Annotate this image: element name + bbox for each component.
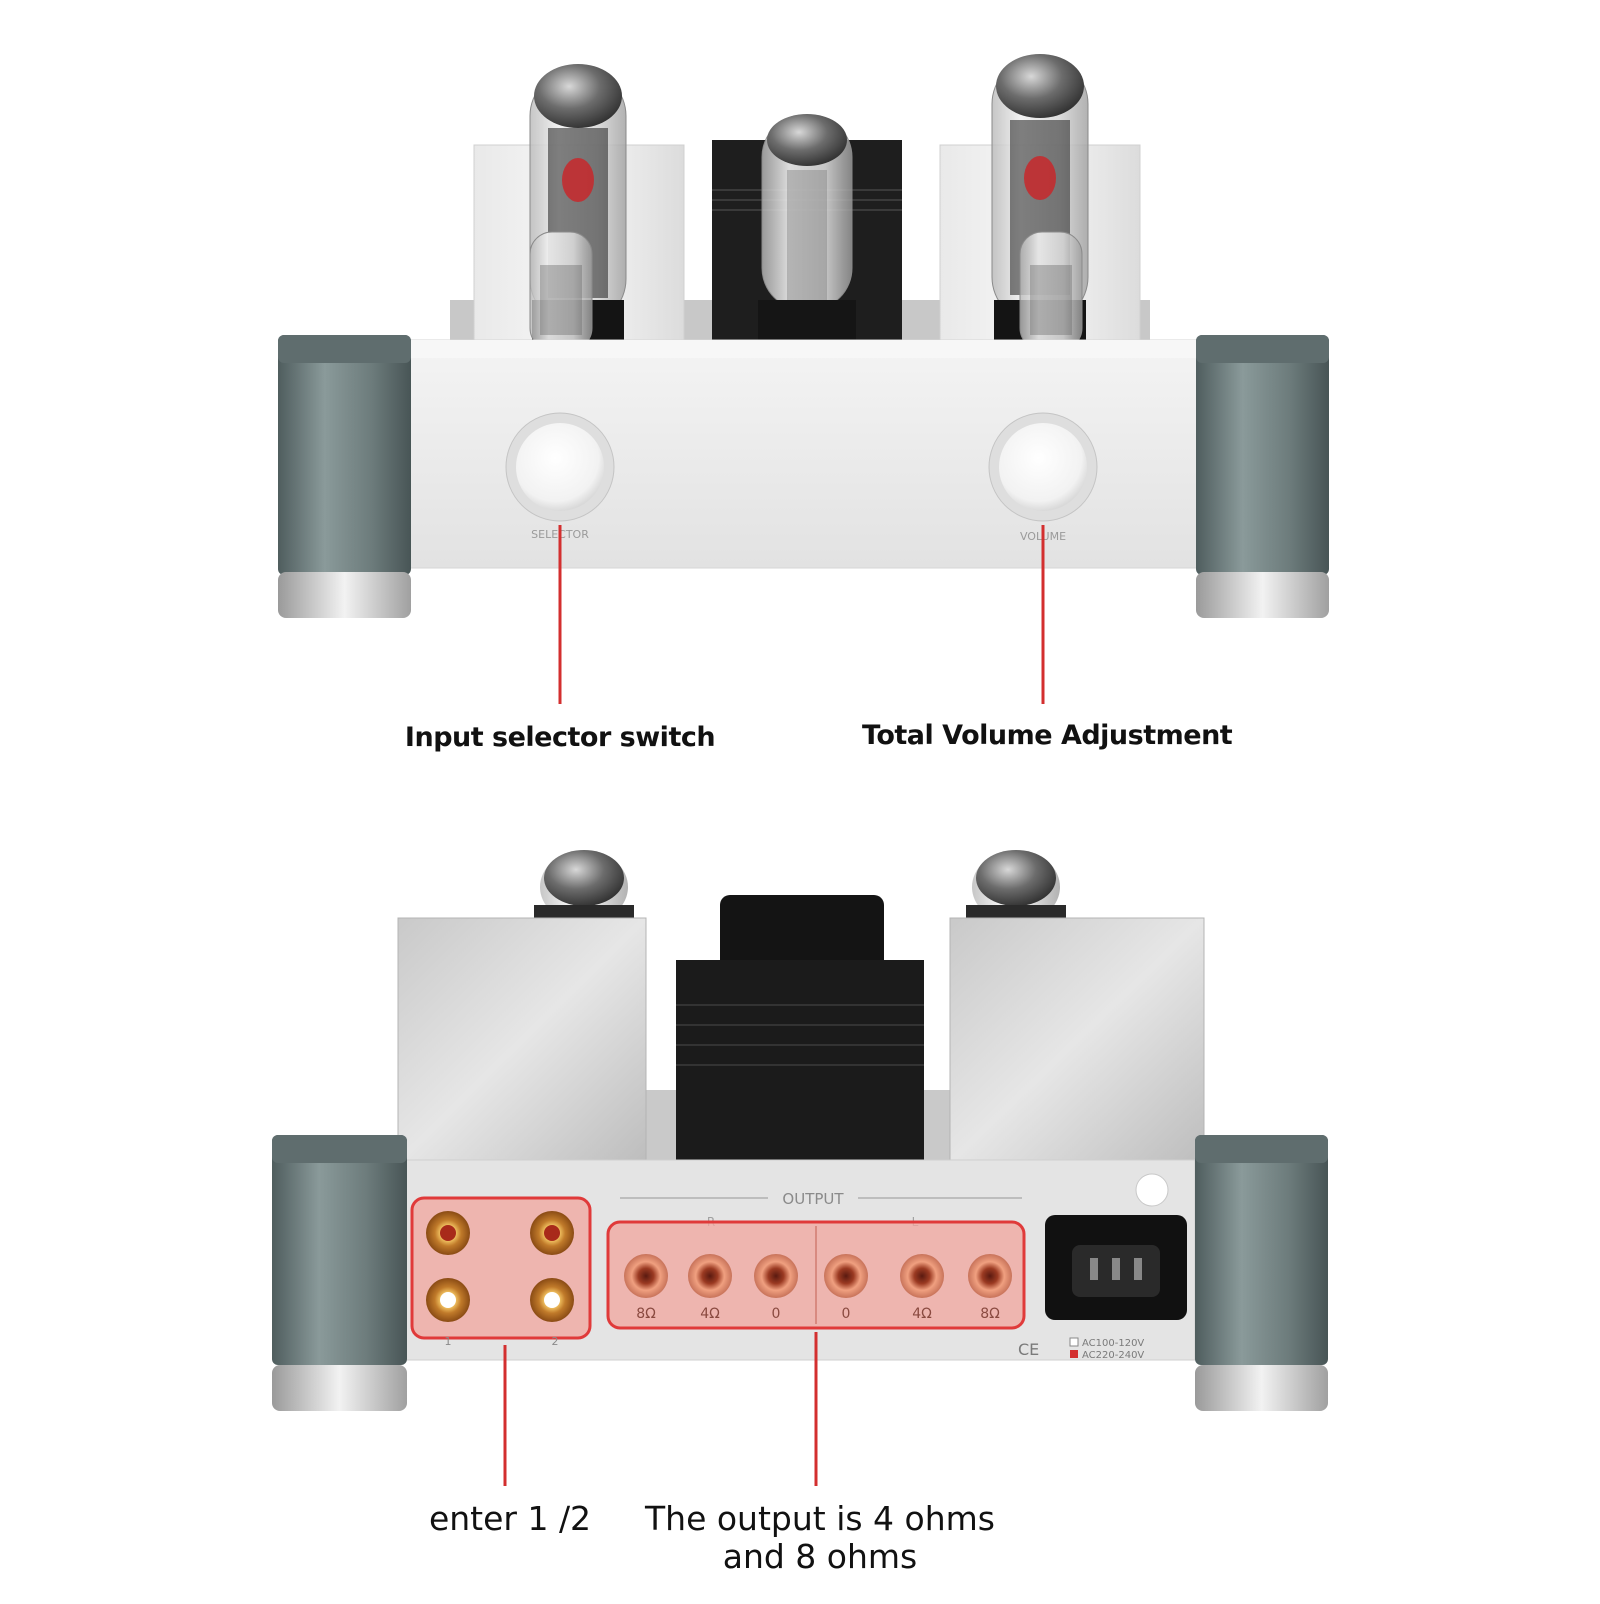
ground-symbol-icon [1135, 1173, 1169, 1207]
input-1-label: 1 [445, 1335, 452, 1348]
rear-left-cover [397, 917, 647, 1164]
voltage-checkbox-icon [1070, 1350, 1078, 1358]
terminal-label: 0 [842, 1306, 851, 1322]
terminal-label: 4Ω [912, 1306, 932, 1322]
binding-post-icon[interactable] [968, 1254, 1012, 1298]
tube-logo-icon [562, 158, 594, 202]
output-section-label: OUTPUT [782, 1190, 844, 1208]
binding-post-icon[interactable] [754, 1254, 798, 1298]
binding-post-icon[interactable] [688, 1254, 732, 1298]
terminal-label: 8Ω [980, 1306, 1000, 1322]
rectifier-tube [758, 114, 856, 352]
rear-power-transformer [676, 895, 924, 1160]
speaker-terminals[interactable] [624, 1254, 1012, 1298]
rear-left-tube-dome [534, 850, 634, 927]
left-front-foot [278, 335, 411, 618]
binding-post-icon[interactable] [900, 1254, 944, 1298]
left-rear-foot [272, 1135, 407, 1411]
rear-right-cover [949, 917, 1205, 1164]
voltage-checkbox-icon [1069, 1337, 1079, 1347]
rca-input-jacks[interactable] [426, 1211, 574, 1322]
right-front-foot [1196, 335, 1329, 618]
front-view: SELECTOR VOLUME [278, 54, 1329, 704]
binding-post-icon[interactable] [824, 1254, 868, 1298]
volume-callout: Total Volume Adjustment [862, 720, 1233, 751]
right-preamp-tube [1019, 231, 1083, 351]
power-inlet[interactable] [1045, 1215, 1187, 1320]
volume-knob[interactable] [988, 412, 1098, 522]
certification-marks: CE [1018, 1340, 1039, 1359]
terminal-label: 8Ω [636, 1306, 656, 1322]
voltage-option-2: AC220-240V [1082, 1350, 1144, 1361]
tube-logo-icon [1024, 156, 1056, 200]
left-preamp-tube [529, 231, 593, 351]
binding-post-icon[interactable] [624, 1254, 668, 1298]
terminal-label: 0 [772, 1306, 781, 1322]
terminal-label: 4Ω [700, 1306, 720, 1322]
rear-view: OUTPUT R L 1 2 8Ω 4Ω 0 [272, 850, 1328, 1486]
right-rear-foot [1195, 1135, 1328, 1411]
voltage-option-1: AC100-120V [1082, 1338, 1144, 1349]
input-callout: enter 1 /2 [428, 1499, 592, 1538]
rear-right-tube-dome [966, 850, 1066, 927]
input-2-label: 2 [552, 1335, 559, 1348]
selector-knob[interactable] [505, 412, 615, 522]
selector-callout: Input selector switch [404, 722, 716, 753]
output-callout-line1: The output is 4 ohms [645, 1499, 995, 1538]
output-callout-line2: and 8 ohms [722, 1537, 918, 1576]
